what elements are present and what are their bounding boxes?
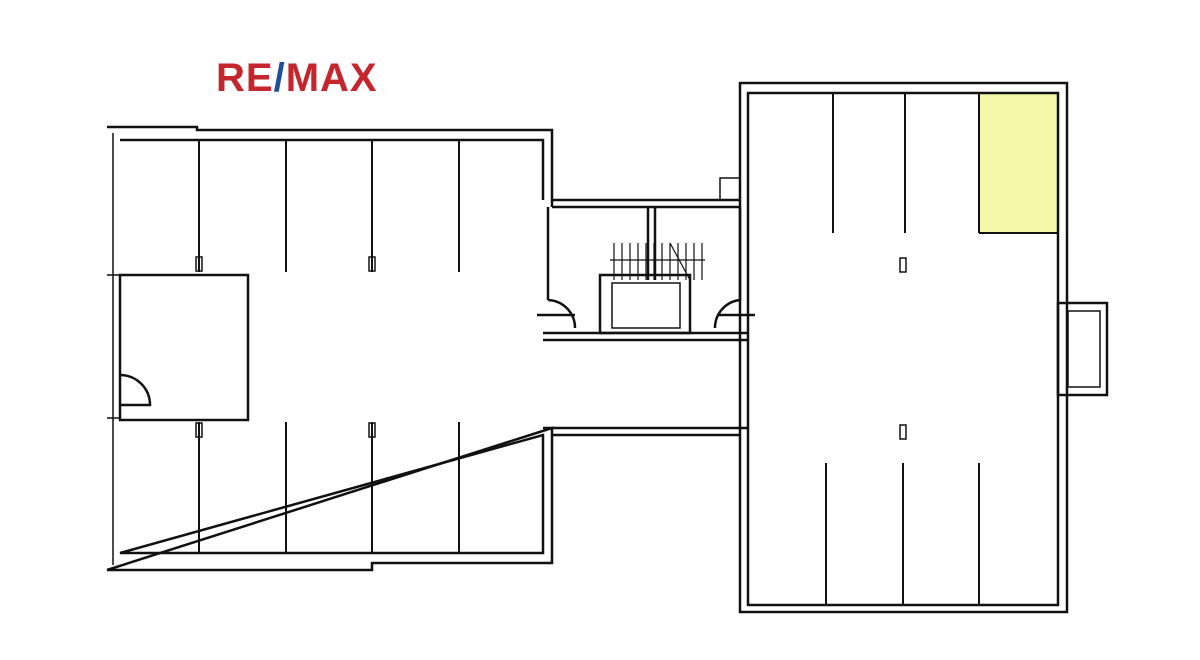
logo-text: MAX	[285, 56, 378, 100]
door-arc-left	[537, 298, 577, 329]
left-wall-detail	[107, 133, 120, 565]
elevator-car	[611, 282, 681, 329]
right-bump-inner	[1067, 310, 1101, 388]
logo-slash: /	[273, 56, 286, 100]
remax-logo: RE/MAX	[216, 56, 378, 100]
left-block-outer-wall	[106, 125, 554, 572]
shaft	[719, 177, 741, 201]
elevator	[598, 273, 692, 335]
storage-room	[118, 273, 250, 422]
door-arc-room	[119, 373, 152, 407]
stairs	[610, 242, 705, 281]
parking-lines	[198, 93, 1058, 605]
logo-text: RE	[216, 56, 274, 100]
left-block-inner-wall	[119, 138, 545, 555]
highlighted-parking-space[interactable]	[980, 94, 1058, 233]
column-markers	[195, 256, 907, 440]
right-bump	[1056, 301, 1109, 397]
right-block-outer-wall	[738, 81, 1069, 614]
